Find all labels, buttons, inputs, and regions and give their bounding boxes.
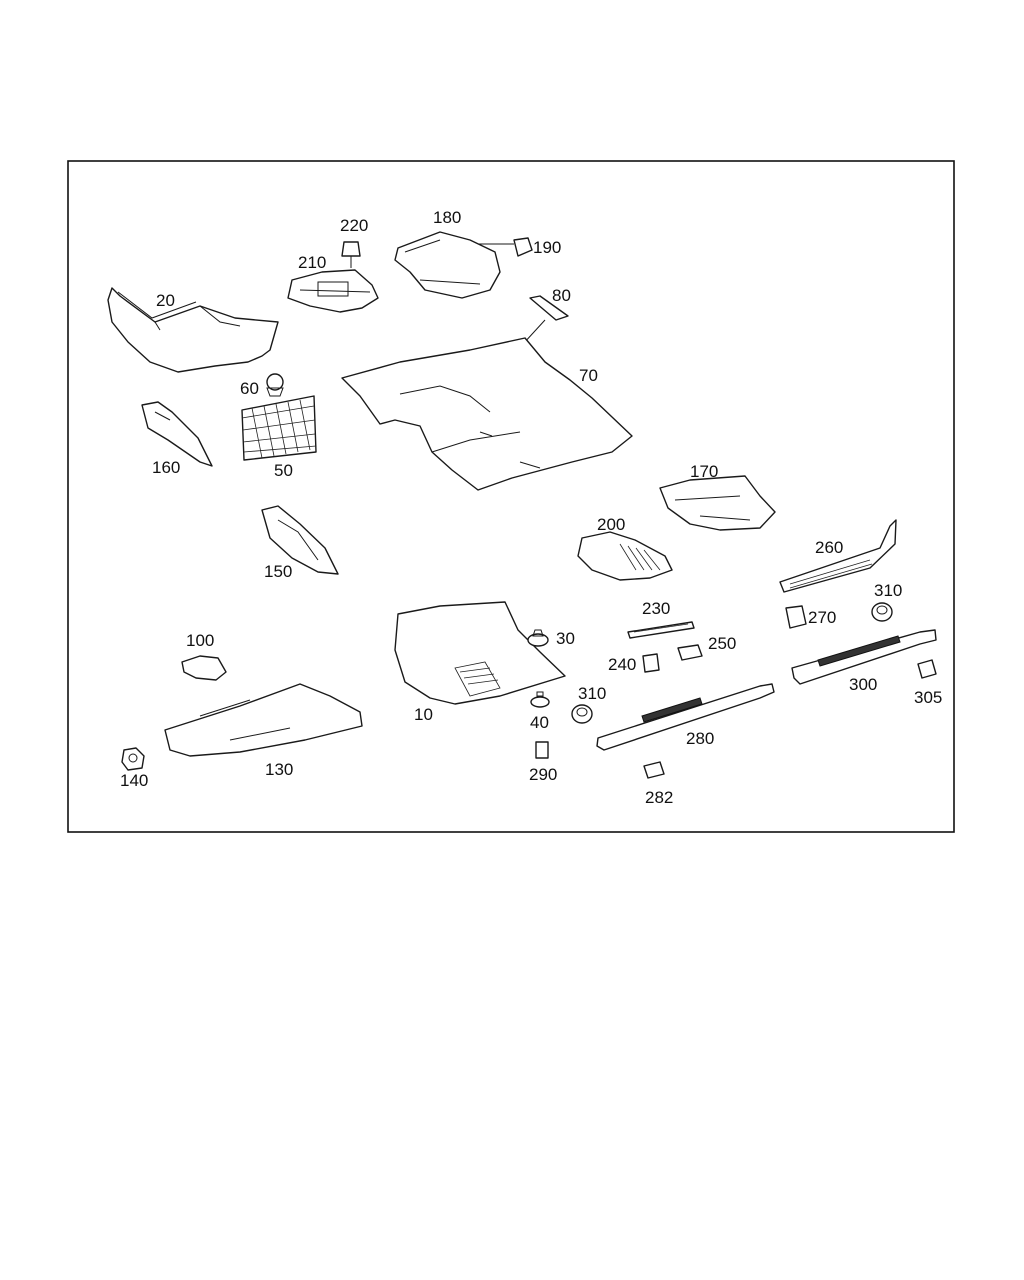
callout-30: 30	[556, 629, 575, 648]
part-70-carpet	[341, 337, 633, 491]
part-310-grommet-right	[871, 602, 893, 622]
part-40-fastener	[530, 691, 550, 708]
callout-160: 160	[152, 458, 180, 477]
callout-100: 100	[186, 631, 214, 650]
part-220-nut	[341, 241, 361, 268]
part-310-grommet-center	[571, 704, 593, 724]
part-250-bracket	[677, 644, 703, 661]
callout-260: 260	[815, 538, 843, 557]
part-160-panel	[141, 401, 213, 467]
part-100-bracket	[181, 655, 227, 681]
part-140-nut	[121, 747, 145, 771]
callout-170: 170	[690, 462, 718, 481]
callout-10: 10	[414, 705, 433, 724]
callout-282: 282	[645, 788, 673, 807]
part-210-cover	[287, 269, 379, 313]
callout-310-center: 310	[578, 684, 606, 703]
callout-240: 240	[608, 655, 636, 674]
callout-300: 300	[849, 675, 877, 694]
part-280-sill	[596, 683, 775, 751]
callout-220: 220	[340, 216, 368, 235]
part-190-clip	[513, 237, 533, 257]
part-60-fastener	[266, 373, 284, 397]
callout-230: 230	[642, 599, 670, 618]
callout-290: 290	[529, 765, 557, 784]
callout-70: 70	[579, 366, 598, 385]
callout-280: 280	[686, 729, 714, 748]
callout-250: 250	[708, 634, 736, 653]
part-230-strip	[627, 621, 695, 639]
callout-270: 270	[808, 608, 836, 627]
callout-40: 40	[530, 713, 549, 732]
callout-310-right: 310	[874, 581, 902, 600]
callout-50: 50	[274, 461, 293, 480]
part-180-mat	[394, 231, 514, 299]
callout-190: 190	[533, 238, 561, 257]
callout-60: 60	[240, 379, 259, 398]
part-300-sill	[791, 629, 937, 685]
part-150-panel	[261, 505, 339, 575]
callout-130: 130	[265, 760, 293, 779]
callout-150: 150	[264, 562, 292, 581]
callout-80: 80	[552, 286, 571, 305]
part-240-clip	[642, 653, 660, 673]
part-170-mat	[659, 475, 776, 531]
part-270-clip	[785, 605, 807, 629]
diagram-frame	[67, 160, 955, 833]
part-200-cover	[577, 531, 673, 581]
part-30-plug	[527, 629, 549, 647]
callout-305: 305	[914, 688, 942, 707]
callout-20: 20	[156, 291, 175, 310]
callout-200: 200	[597, 515, 625, 534]
part-290-clip	[535, 741, 549, 759]
part-10-carpet	[394, 601, 566, 705]
part-305-cap	[917, 659, 937, 679]
callout-210: 210	[298, 253, 326, 272]
part-260-sill	[779, 519, 897, 593]
callout-140: 140	[120, 771, 148, 790]
part-130-mat	[164, 683, 363, 757]
part-282-cap	[643, 761, 665, 779]
part-20-trim	[107, 287, 279, 373]
callout-180: 180	[433, 208, 461, 227]
part-50-net	[241, 395, 317, 461]
